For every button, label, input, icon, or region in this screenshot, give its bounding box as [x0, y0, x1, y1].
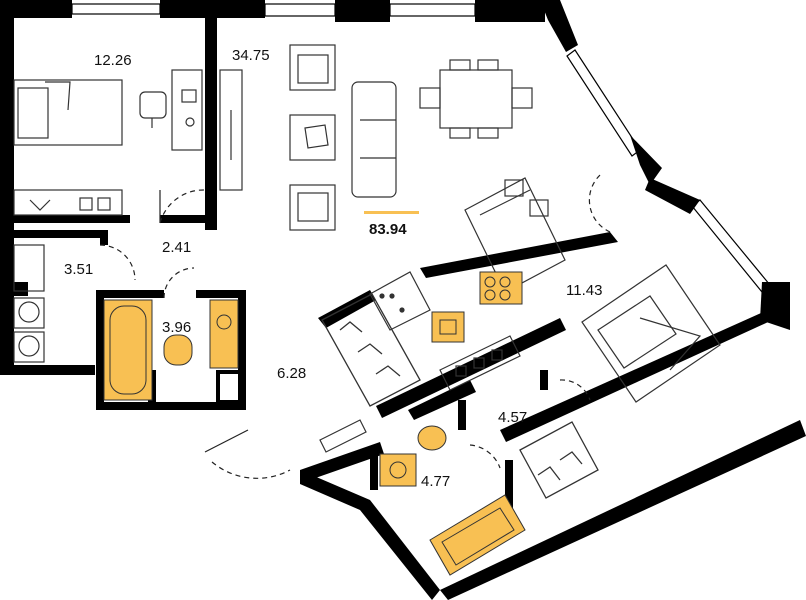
sofa-icon	[351, 81, 397, 198]
coffee-table-icon	[289, 114, 336, 161]
wardrobe-hanger-icon	[321, 293, 599, 499]
room-area-label: 11.43	[566, 282, 603, 299]
room-area-label: 6.28	[277, 365, 307, 382]
kitchen-counter-icon	[369, 271, 521, 391]
total-area-underline	[364, 211, 419, 214]
stove-icon	[479, 271, 523, 305]
bathtub-icon	[429, 494, 526, 576]
toilet-icon	[417, 425, 447, 451]
room-area-label: 3.51	[64, 261, 94, 278]
room-area-label: 12.26	[94, 52, 132, 69]
sink-icon	[431, 311, 465, 343]
washbasin-icon	[379, 453, 417, 487]
single-bed-icon	[13, 79, 123, 146]
room-area-label: 3.96	[162, 319, 192, 336]
total-area-label: 83.94	[369, 221, 407, 238]
room-area-label: 4.57	[498, 409, 528, 426]
kitchen-counter-icon	[464, 177, 566, 293]
tv-stand-icon	[219, 69, 243, 191]
armchair-icon	[289, 44, 336, 231]
desk-chair-icon	[139, 91, 167, 128]
windows	[71, 3, 771, 293]
kitchen-counter-icon	[13, 189, 123, 216]
bathtub-icon	[103, 299, 153, 401]
double-bed-icon	[581, 264, 721, 403]
laptop-icon	[171, 69, 203, 151]
washbasin-icon	[209, 299, 239, 369]
dining-table-icon	[419, 59, 533, 139]
door-swing-icon	[99, 174, 611, 479]
room-area-label: 34.75	[232, 47, 270, 64]
toilet-icon	[163, 334, 193, 366]
room-area-label: 2.41	[162, 239, 192, 256]
washing-machine-icon	[13, 244, 45, 363]
room-area-label: 4.77	[421, 473, 451, 490]
kitchen-counter-icon	[319, 419, 367, 453]
